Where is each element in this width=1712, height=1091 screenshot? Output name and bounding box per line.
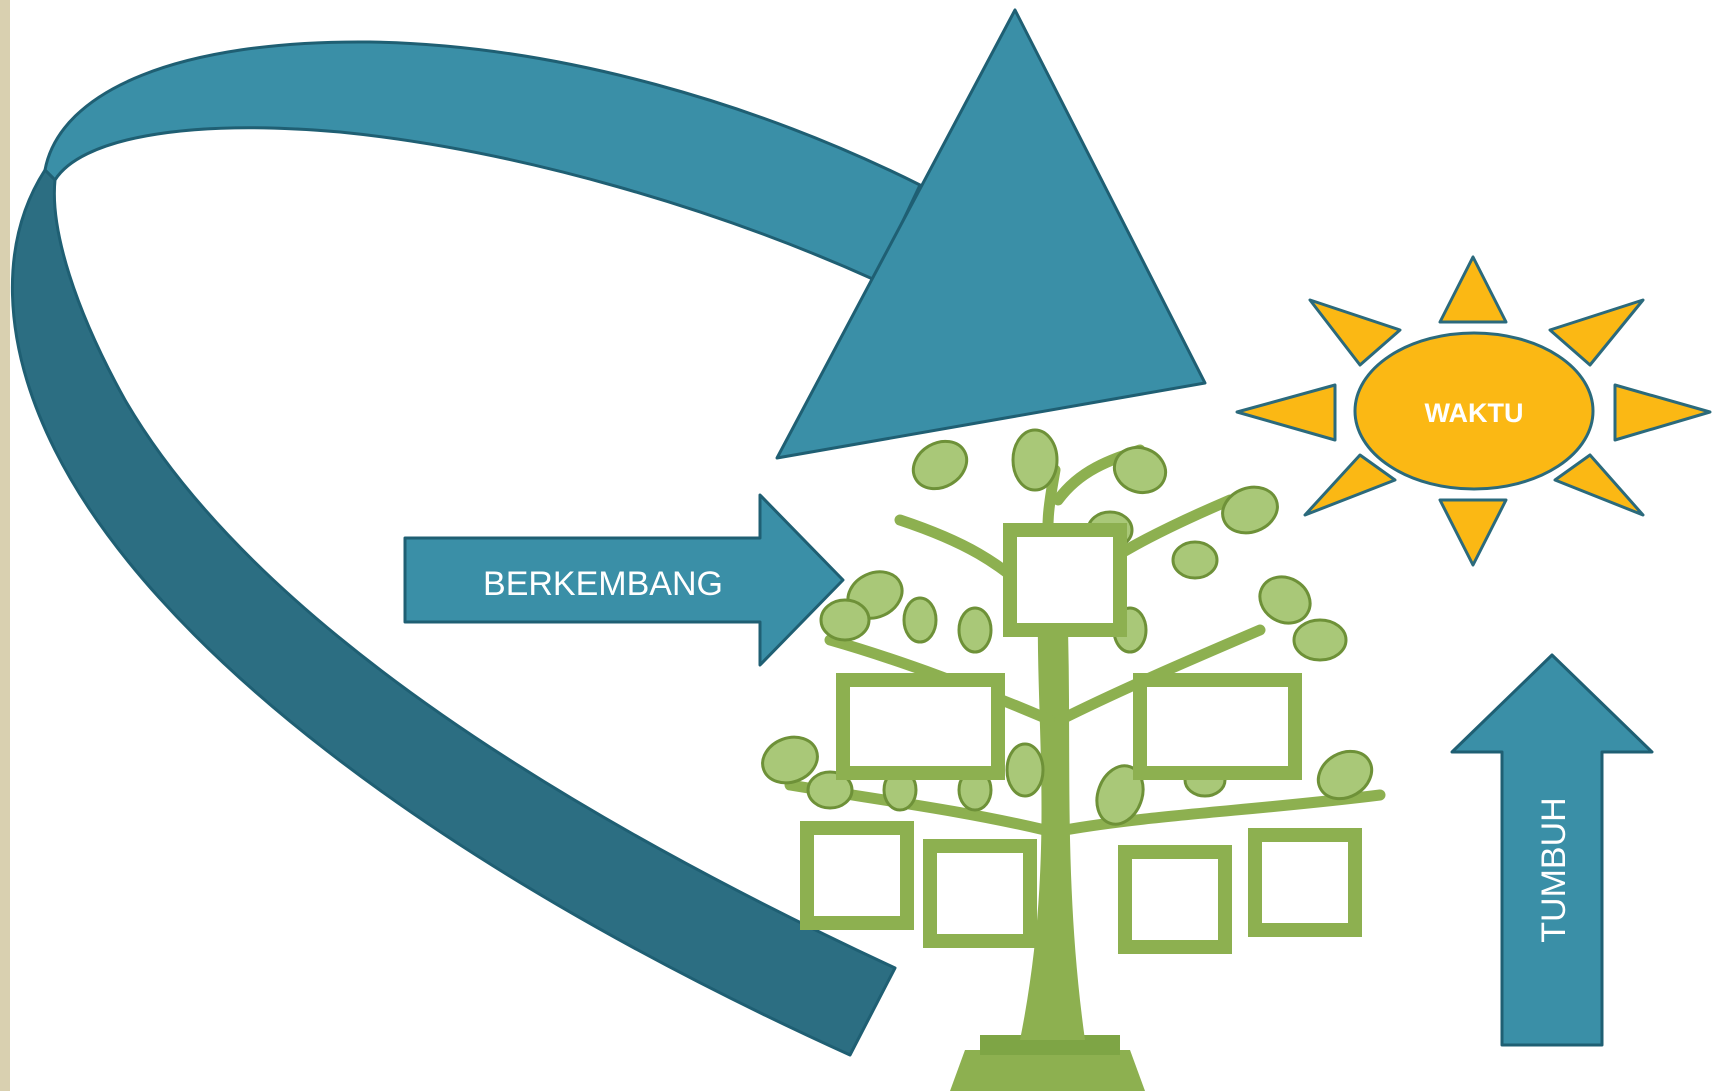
leaf <box>957 606 993 654</box>
tree-frames <box>800 523 1362 954</box>
photo-frame <box>1003 523 1127 637</box>
leaf <box>819 598 871 642</box>
sun-ray <box>1613 383 1712 442</box>
develop-arrow: BERKEMBANG <box>403 493 845 667</box>
sun-ray <box>1235 383 1337 442</box>
leaf <box>1221 485 1279 535</box>
photo-frame <box>836 673 1005 780</box>
grow-arrow-label: TUMBUH <box>1535 797 1573 942</box>
curved-arrow-band-bottom <box>11 168 897 1057</box>
sun-icon: WAKTU <box>1235 255 1712 567</box>
sun-body <box>1353 331 1595 491</box>
leaf <box>1095 764 1145 826</box>
grow-arrow-shape <box>1450 653 1654 1047</box>
sun-ray <box>1553 453 1645 517</box>
photo-frame <box>923 839 1037 948</box>
leaf <box>1292 618 1348 662</box>
family-tree-icon <box>761 428 1386 1091</box>
leaf <box>1112 445 1168 495</box>
leaf <box>1171 540 1219 580</box>
sun-ray <box>1438 255 1508 324</box>
tree-pedestal <box>950 1050 1145 1091</box>
photo-frame <box>1118 845 1232 954</box>
sun-ray <box>1438 498 1508 567</box>
develop-arrow-shape <box>403 493 845 667</box>
photo-frame <box>800 821 914 930</box>
left-border-strip <box>0 0 10 1091</box>
sun-ray <box>1303 453 1397 517</box>
sun-ray <box>1548 298 1645 367</box>
grow-arrow: TUMBUH <box>1450 653 1654 1047</box>
develop-arrow-label: BERKEMBANG <box>483 565 723 603</box>
sun-label: WAKTU <box>1425 398 1524 428</box>
leaf <box>1258 575 1312 625</box>
curved-arrow-icon <box>11 8 1207 1057</box>
leaf <box>911 439 969 491</box>
sun-ray <box>1308 298 1402 367</box>
leaf <box>902 596 938 644</box>
curved-arrow-head <box>775 8 1207 460</box>
photo-frame <box>1133 673 1302 780</box>
photo-frame <box>1248 828 1362 937</box>
tree-trunk <box>1020 560 1085 1040</box>
leaf <box>806 770 854 810</box>
leaf <box>1316 749 1374 801</box>
leaf <box>1005 742 1045 798</box>
leaf <box>1011 428 1059 492</box>
leaf <box>761 735 819 785</box>
curved-arrow-band-top <box>43 40 922 282</box>
